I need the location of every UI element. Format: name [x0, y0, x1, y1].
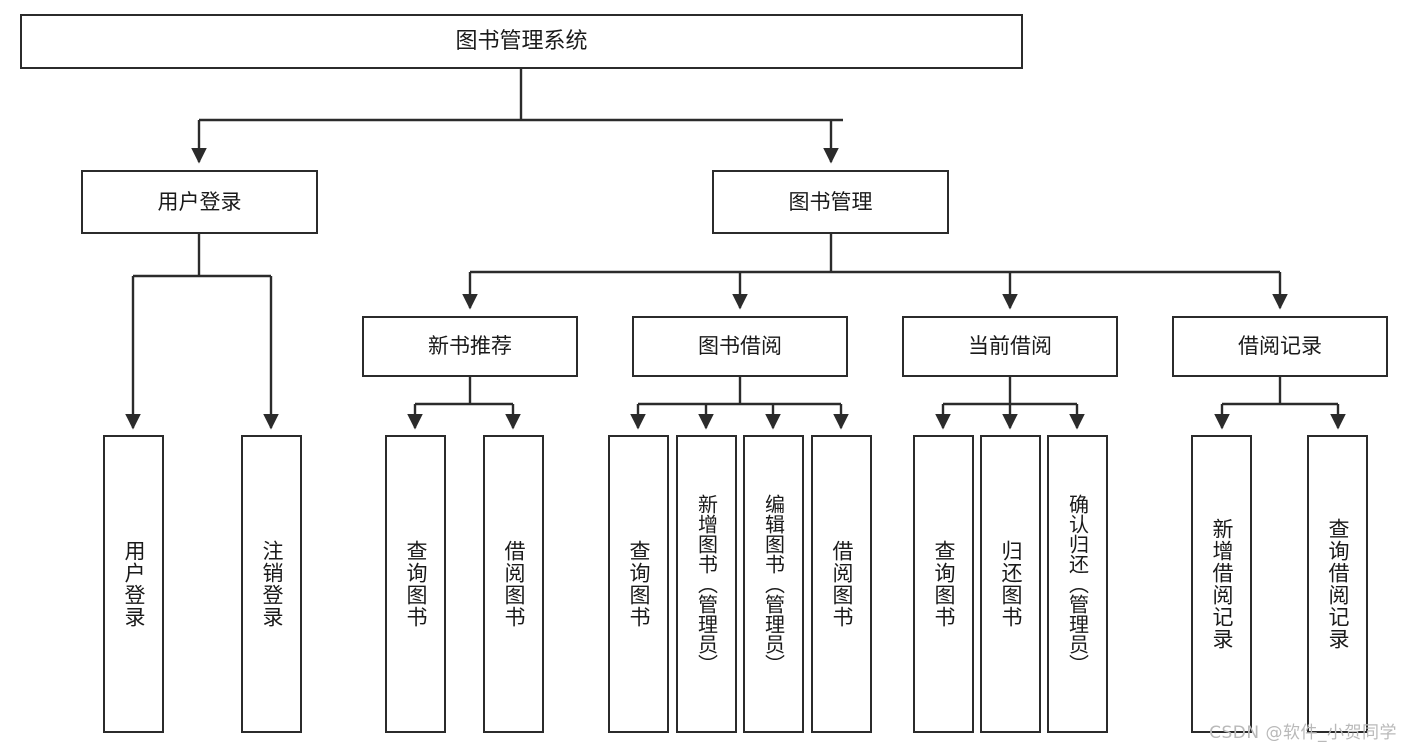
- leaf-user-login-logout-label: 注销登录: [260, 540, 284, 628]
- node-root-label: 图书管理系统: [455, 28, 588, 54]
- node-root[interactable]: 图书管理系统: [20, 14, 1023, 69]
- leaf-record-query-record[interactable]: 查询借阅记录: [1307, 435, 1368, 733]
- leaf-borrow-add-book-label: 新增图书（管理员）: [694, 494, 719, 674]
- leaf-record-add-record-label: 新增借阅记录: [1210, 518, 1234, 650]
- node-new-book-recommend-label: 新书推荐: [428, 334, 512, 359]
- leaf-borrow-borrow-book[interactable]: 借阅图书: [811, 435, 872, 733]
- node-current-borrow-label: 当前借阅: [968, 334, 1052, 359]
- leaf-user-login-login-label: 用户登录: [122, 540, 146, 628]
- leaf-borrow-borrow-book-label: 借阅图书: [830, 540, 854, 628]
- leaf-current-confirm-return[interactable]: 确认归还（管理员）: [1047, 435, 1108, 733]
- node-book-management-label: 图书管理: [788, 189, 873, 214]
- node-user-login[interactable]: 用户登录: [81, 170, 318, 234]
- node-borrow-record-label: 借阅记录: [1238, 334, 1322, 359]
- leaf-borrow-query-book[interactable]: 查询图书: [608, 435, 669, 733]
- leaf-record-query-record-label: 查询借阅记录: [1326, 518, 1350, 650]
- watermark: CSDN @软件_小贺同学: [1209, 723, 1397, 743]
- leaf-current-query-book-label: 查询图书: [932, 540, 956, 628]
- node-current-borrow[interactable]: 当前借阅: [902, 316, 1118, 377]
- leaf-user-login-login[interactable]: 用户登录: [103, 435, 164, 733]
- node-book-borrow[interactable]: 图书借阅: [632, 316, 848, 377]
- leaf-user-login-logout[interactable]: 注销登录: [241, 435, 302, 733]
- leaf-new-book-borrow-label: 借阅图书: [502, 540, 526, 628]
- node-book-borrow-label: 图书借阅: [698, 334, 782, 359]
- leaf-current-return-book-label: 归还图书: [999, 540, 1023, 628]
- leaf-borrow-edit-book[interactable]: 编辑图书（管理员）: [743, 435, 804, 733]
- node-user-login-label: 用户登录: [157, 189, 242, 214]
- leaf-current-return-book[interactable]: 归还图书: [980, 435, 1041, 733]
- leaf-borrow-query-book-label: 查询图书: [627, 540, 651, 628]
- leaf-borrow-edit-book-label: 编辑图书（管理员）: [761, 494, 786, 674]
- node-book-management[interactable]: 图书管理: [712, 170, 949, 234]
- leaf-record-add-record[interactable]: 新增借阅记录: [1191, 435, 1252, 733]
- leaf-new-book-borrow[interactable]: 借阅图书: [483, 435, 544, 733]
- leaf-current-confirm-return-label: 确认归还（管理员）: [1065, 494, 1090, 674]
- leaf-new-book-query[interactable]: 查询图书: [385, 435, 446, 733]
- node-borrow-record[interactable]: 借阅记录: [1172, 316, 1388, 377]
- leaf-current-query-book[interactable]: 查询图书: [913, 435, 974, 733]
- leaf-new-book-query-label: 查询图书: [404, 540, 428, 628]
- node-new-book-recommend[interactable]: 新书推荐: [362, 316, 578, 377]
- leaf-borrow-add-book[interactable]: 新增图书（管理员）: [676, 435, 737, 733]
